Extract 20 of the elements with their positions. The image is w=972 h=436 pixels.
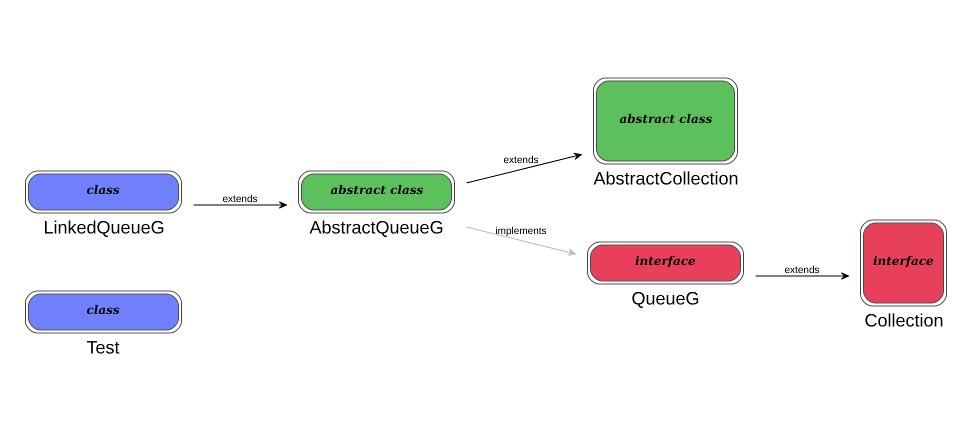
node-label: Test bbox=[86, 336, 120, 357]
node-label: AbstractQueueG bbox=[310, 216, 444, 237]
node-label: AbstractCollection bbox=[594, 168, 739, 188]
arrow bbox=[466, 226, 576, 256]
node-box: class bbox=[25, 170, 182, 213]
edge-label: extends bbox=[503, 154, 539, 166]
arrow bbox=[466, 152, 582, 183]
node-box: interface bbox=[860, 219, 947, 306]
node-box: abstract class bbox=[593, 77, 738, 164]
edge-label: extends bbox=[222, 194, 258, 204]
node-box: class bbox=[25, 290, 182, 333]
node-box: interface bbox=[587, 241, 744, 284]
arrow bbox=[193, 200, 287, 208]
node-label: LinkedQueueG bbox=[44, 216, 165, 237]
node-label: Collection bbox=[864, 310, 944, 330]
node-box: abstract class bbox=[298, 170, 455, 213]
edge-label: extends bbox=[784, 264, 820, 276]
edge-label: implements bbox=[495, 226, 547, 236]
arrow bbox=[755, 272, 849, 280]
node-label: QueueG bbox=[632, 288, 700, 308]
